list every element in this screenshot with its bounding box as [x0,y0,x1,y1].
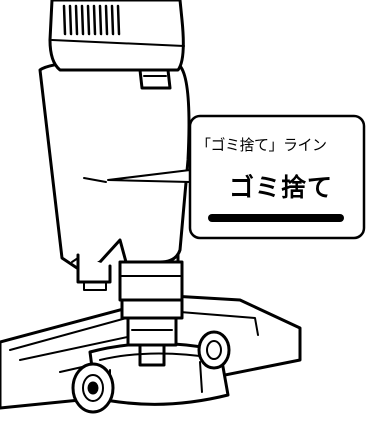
callout-title: 「ゴミ捨て」ライン [196,136,327,154]
dust-line-bar [208,214,344,222]
left-wheel [71,362,115,414]
dust-line-mark [83,177,107,183]
callout-label: ゴミ捨て [228,173,333,202]
vent-slits [62,4,121,36]
right-wheel [197,330,231,370]
release-button [138,68,172,90]
callout-box [188,114,366,240]
swivel-joint [120,298,184,367]
